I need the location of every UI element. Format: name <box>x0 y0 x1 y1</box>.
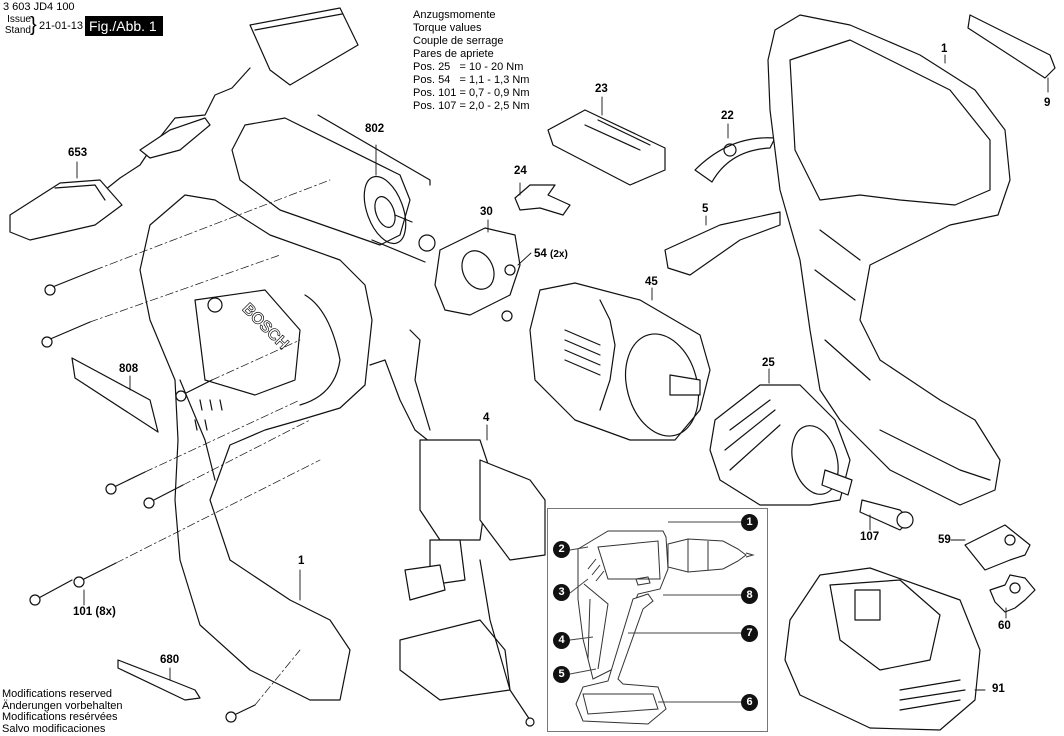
callout-1: 1 <box>741 514 758 531</box>
part-label-60: 60 <box>998 620 1011 632</box>
torque-title-en: Torque values <box>413 22 482 34</box>
part-label-45: 45 <box>645 276 658 288</box>
modifications-es: Salvo modificaciones <box>2 722 106 735</box>
inset-leader-lines <box>569 521 741 703</box>
inset-drill-drawing <box>575 530 755 725</box>
part-label-808: 808 <box>119 363 139 375</box>
slide-switch-5 <box>664 211 781 276</box>
torque-row: Pos. 107 = 2,0 - 2,5 Nm <box>413 100 530 112</box>
document-code: 3 603 JD4 100 <box>3 1 75 13</box>
callout-3: 3 <box>553 584 570 601</box>
cover-22 <box>694 137 776 183</box>
spring-clip-24 <box>514 184 571 216</box>
part-number-54: 54 <box>534 248 547 260</box>
part-label-91: 91 <box>992 683 1005 695</box>
inset-overview-panel: 1 2 3 4 5 6 7 8 <box>547 508 768 732</box>
part-label-5: 5 <box>702 203 709 215</box>
callout-5: 5 <box>553 666 570 683</box>
label-plate-808 <box>71 357 159 433</box>
part-label-23: 23 <box>595 83 608 95</box>
figure-label: Fig./Abb. 1 <box>85 16 163 36</box>
torque-table: Anzugsmomente Torque values Couple de se… <box>413 9 529 113</box>
modifications-fr: Modifications resérvées <box>2 711 118 723</box>
housing-left-half: BOSCH <box>139 194 373 701</box>
issue-label-de: Stand <box>4 25 31 36</box>
part-label-1-left: 1 <box>298 555 305 567</box>
part-label-30: 30 <box>480 206 493 218</box>
label-plate-9 <box>967 14 1056 79</box>
part-label-1-right: 1 <box>941 43 948 55</box>
torque-title-es: Pares de apriete <box>413 48 494 60</box>
part-label-680: 680 <box>160 654 180 666</box>
modifications-de: Änderungen vorbehalten <box>2 699 123 712</box>
switch-slider-23 <box>547 109 666 186</box>
part-label-107: 107 <box>860 531 880 543</box>
torque-row: Pos. 101 = 0,7 - 0,9 Nm <box>413 87 530 99</box>
torque-row: Pos. 54 = 1,1 - 1,3 Nm <box>413 74 530 86</box>
part-label-24: 24 <box>514 165 527 177</box>
brace-glyph: } <box>30 14 37 36</box>
issue-label: Issue Stand <box>3 14 31 36</box>
leader-lines <box>76 54 1049 691</box>
callout-6: 6 <box>741 694 758 711</box>
callout-2: 2 <box>553 541 570 558</box>
screws-101 <box>29 179 331 723</box>
part-label-4: 4 <box>483 412 490 424</box>
part-label-54: 54 (2x) <box>534 248 568 260</box>
callout-7: 7 <box>741 625 758 642</box>
cap-60 <box>989 574 1036 613</box>
part-label-9: 9 <box>1044 97 1051 109</box>
part-label-802: 802 <box>365 123 385 135</box>
screwdriver-bit <box>117 659 201 701</box>
motor <box>231 114 436 263</box>
part-label-653: 653 <box>68 147 88 159</box>
part-label-25: 25 <box>762 357 775 369</box>
brush-plate-30 <box>434 227 521 322</box>
battery-charger-91 <box>784 567 981 731</box>
part-label-101: 101 (8x) <box>73 606 116 618</box>
modifications-notice: Modifications reserved Änderungen vorbeh… <box>2 688 123 735</box>
switch-assembly-4 <box>369 329 546 727</box>
usb-charger-adapter <box>9 7 359 241</box>
clip-59 <box>964 524 1031 571</box>
torque-title-de: Anzugsmomente <box>413 9 496 21</box>
gearbox-45 <box>529 282 711 441</box>
screw-107 <box>859 499 914 531</box>
issue-label-en: Issue <box>7 14 31 25</box>
part-label-59: 59 <box>938 534 951 546</box>
drill-chuck-25 <box>709 384 853 506</box>
issue-date: 21-01-13 <box>39 20 84 32</box>
modifications-en: Modifications reserved <box>2 688 113 700</box>
callout-4: 4 <box>553 632 570 649</box>
torque-row: Pos. 25 = 10 - 20 Nm <box>413 61 524 73</box>
part-qty-54: (2x) <box>550 249 568 260</box>
housing-right-half <box>767 14 1011 506</box>
torque-title-fr: Couple de serrage <box>413 35 504 47</box>
callout-8: 8 <box>741 587 758 604</box>
part-label-22: 22 <box>721 110 734 122</box>
